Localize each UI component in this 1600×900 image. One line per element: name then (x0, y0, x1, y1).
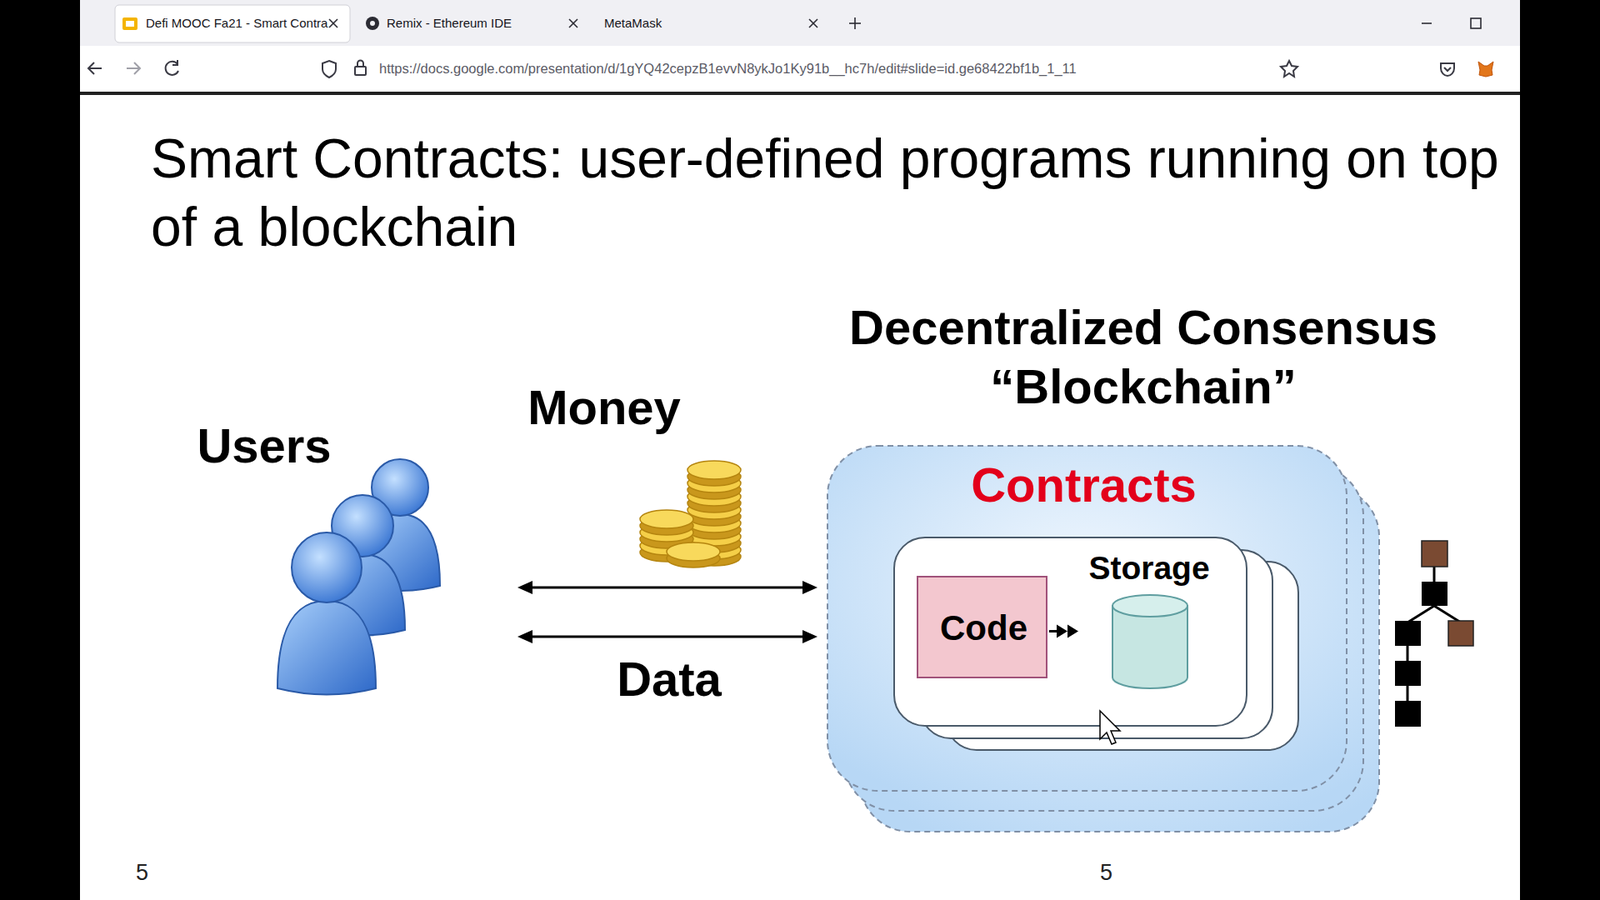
edge-label-holder: Data (616, 652, 722, 706)
tab-title: Remix - Ethereum IDE (386, 15, 512, 31)
node-heading: Users (189, 420, 340, 471)
slide-number: 5 (135, 859, 149, 886)
users-node: Users (189, 420, 510, 700)
slide-number: 5 (1100, 859, 1113, 886)
region-heading: Decentralized Consensus “Blockchain” (826, 297, 1460, 416)
edge-label: Data (616, 652, 722, 706)
chain-icon (1395, 540, 1474, 727)
contract-cards (894, 537, 1299, 750)
active-tab (115, 5, 350, 43)
arrow-head (802, 630, 818, 644)
region-title-holder: Contracts (827, 455, 1340, 515)
slide-number-holder: 5 (1100, 859, 1113, 886)
tab-title-holder: Defi MOOC Fa21 - Smart Contra (145, 15, 328, 31)
edge-label: Money (527, 380, 681, 435)
tab-title-holder: Remix - Ethereum IDE (386, 15, 512, 31)
arrow-head (517, 630, 533, 644)
nav-icons (88, 60, 1455, 78)
tab-title: MetaMask (604, 15, 662, 31)
remix-icon (370, 20, 375, 26)
slide-title-holder: Smart Contracts: user-defined programs r… (150, 124, 1518, 261)
tab-strip (80, 0, 1520, 46)
arrow-head (517, 580, 533, 595)
nav-bar (80, 45, 1520, 92)
storage-label: Storage (1088, 549, 1210, 588)
code-label: Code (940, 607, 1028, 650)
slides-icon (125, 20, 135, 27)
remix-icon (365, 16, 380, 30)
slides-icon (122, 17, 138, 30)
connector-arrow (517, 580, 818, 595)
blockchain-region: Decentralized Consensus “Blockchain”Cont… (827, 445, 1347, 791)
users-picture (273, 459, 453, 701)
connector-line (532, 635, 803, 639)
slide-number-holder: 5 (135, 859, 149, 886)
coins-picture (640, 460, 741, 568)
storage-label-holder: Storage (1080, 549, 1219, 588)
code-box: Code (916, 575, 1048, 679)
connector-arrow (517, 630, 818, 644)
region-title: Contracts (827, 455, 1340, 515)
metamask-icon (1478, 61, 1494, 77)
arrow-head (802, 580, 818, 595)
tab-title: Defi MOOC Fa21 - Smart Contra (145, 15, 328, 31)
tab-title-holder: MetaMask (604, 15, 662, 31)
side-bar (1520, 0, 1600, 900)
storage-cylinder (1110, 594, 1190, 691)
toolbar-border (80, 91, 1520, 95)
storage-node: Storage (1080, 545, 1219, 692)
slide-title: Smart Contracts: user-defined programs r… (150, 124, 1518, 261)
code-label-holder: Code (918, 607, 1050, 650)
node-heading-holder: Users (189, 420, 340, 471)
address-url: https://docs.google.com/presentation/d/1… (379, 60, 1077, 77)
edge-label-holder: Money (527, 380, 681, 435)
mouse-cursor (1100, 710, 1120, 745)
connector-line (532, 586, 803, 590)
address-url-holder: https://docs.google.com/presentation/d/1… (379, 60, 1077, 77)
region-heading-holder: Decentralized Consensus “Blockchain” (826, 297, 1460, 416)
side-bar (0, 0, 80, 900)
